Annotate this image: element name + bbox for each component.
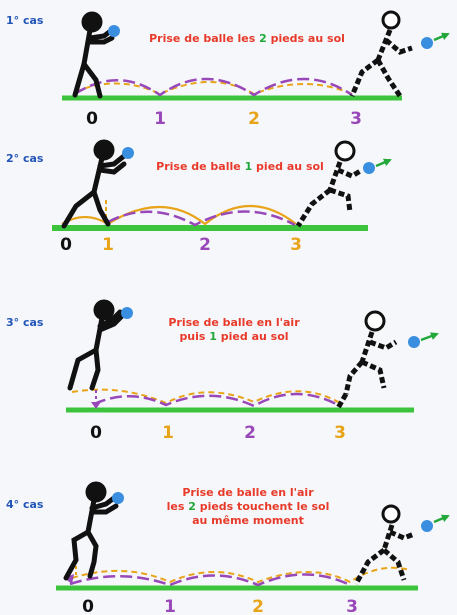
caption-segment: pied au sol [252,160,324,173]
step-label: 2 [248,109,260,129]
head-outline-icon [381,10,401,30]
caption-segment: 2 [188,500,196,513]
caption-segment: Prise de balle [156,160,244,173]
trajectory-orange [71,388,341,405]
player-dashed-figure [349,29,413,98]
caption-segment: pieds au sol [267,32,345,45]
step-label: 1 [162,423,174,443]
caption-segment: au même moment [192,514,304,527]
step-label: 2 [199,235,211,255]
trajectory-purple [74,77,353,97]
player-dashed-figure [335,331,398,410]
arrow-icon [375,158,392,168]
step-label: 1 [154,109,166,129]
caption-segment: Prise de balle en l'air [182,486,314,499]
caption-segment: puis [179,330,209,343]
head-outline-icon [364,310,386,332]
step-label: 3 [350,109,362,129]
catcher-figure [63,481,119,581]
ball-icon [421,520,433,532]
head-outline-icon [381,504,401,524]
step-label: 3 [290,235,302,255]
caption-segment: 1 [209,330,217,343]
step-label: 0 [86,109,98,129]
trajectory-purple [93,392,341,408]
drop-arrow-icon [91,402,101,409]
caption-segment: les [167,500,189,513]
step-label: 1 [164,597,176,615]
trajectory-orange [71,566,411,584]
ball-icon [121,307,133,319]
case-label: 2° cas [6,152,44,165]
trajectory-purple [69,573,351,587]
ball-icon [363,162,375,174]
ball-icon [421,37,433,49]
panel-2: 2° cas Prise de balle 1 pied au sol 0 [6,139,392,255]
step-label: 3 [334,423,346,443]
arrow-icon [433,32,450,42]
caption-segment: pieds touchent le sol [196,500,330,513]
arrow-icon [433,514,450,524]
case-label: 4° cas [6,498,44,511]
catcher-figure [61,139,127,229]
step-label: 0 [90,423,102,443]
head-outline-icon [334,140,356,162]
case-label: 3° cas [6,316,44,329]
player-dashed-figure [295,161,364,228]
step-label: 0 [82,597,94,615]
ball-icon [408,336,420,348]
panel-1: 1° cas Prise de balle les 2 pieds au sol… [6,10,450,129]
panel-caption: Prise de balle 1 pied au sol [156,160,324,173]
caption-segment: Prise de balle en l'air [168,316,300,329]
trajectory-orange [74,81,353,96]
arrow-icon [420,332,439,342]
trajectory-orange [61,205,297,226]
step-label: 3 [346,597,358,615]
trajectory-purple [107,210,296,227]
player-dashed-figure [353,524,415,586]
ball-icon [122,147,134,159]
ball-icon [112,492,124,504]
step-label: 0 [60,235,72,255]
catcher-figure [67,299,125,391]
panel-caption: Prise de balle les 2 pieds au sol [149,32,345,45]
step-label: 2 [244,423,256,443]
caption-segment: 2 [259,32,267,45]
caption-segment: pied au sol [217,330,289,343]
step-label: 1 [102,235,114,255]
caption-segment: 1 [245,160,253,173]
ball-icon [108,25,120,37]
step-label: 2 [252,597,264,615]
caption-segment: Prise de balle les [149,32,259,45]
drop-arrow-icon [64,574,74,584]
case-label: 1° cas [6,14,44,27]
